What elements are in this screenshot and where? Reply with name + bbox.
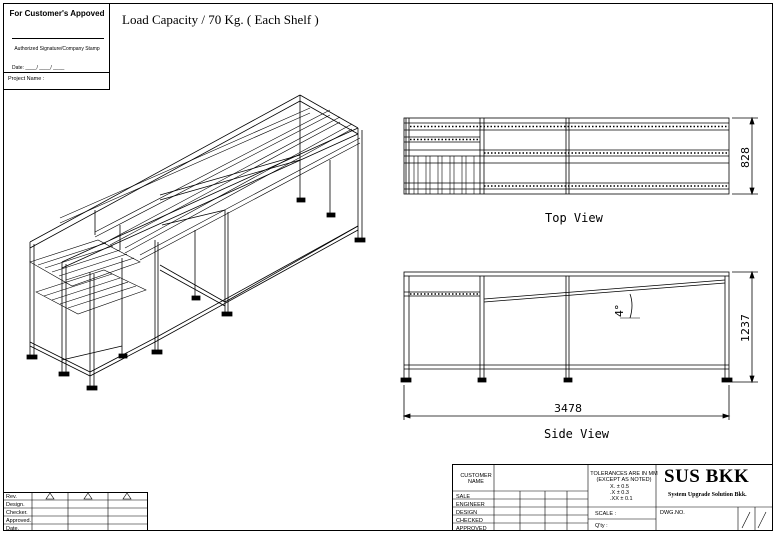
height-dimension: 1237 [739, 314, 752, 342]
signature-label: Authorized Signature/Company Stamp [14, 46, 100, 52]
side-view [400, 270, 758, 420]
dwg-no-label: DWG.NO. [660, 510, 685, 516]
tolerance-xx: .X ± 0.3 [610, 490, 629, 496]
load-capacity-note: Load Capacity / 70 Kg. ( Each Shelf ) [122, 12, 319, 27]
design-row-label: Design. [6, 502, 25, 508]
approval-title: For Customer's Appoved [9, 9, 105, 18]
project-name-label: Project Name : [8, 76, 45, 82]
approved-label: APPROVED [456, 526, 487, 532]
tolerance-title: TOLERANCES ARE IN MM [590, 471, 658, 477]
title-block: CUSTOMER NAME SALE ENGINEER DESIGN CHECK… [452, 464, 773, 532]
customer-approval-box: For Customer's Appoved Authorized Signat… [4, 4, 110, 90]
sheet-border [3, 3, 773, 531]
revision-table: Rev. Design. Checker. Approved. Date. [4, 492, 148, 532]
tolerance-xxx: .XX ± 0.1 [610, 496, 633, 502]
length-dimension: 3478 [554, 402, 582, 415]
signature-line [12, 38, 104, 39]
isometric-view [26, 94, 366, 391]
angle-dimension: 4° [613, 304, 626, 318]
checked-label: CHECKED [456, 518, 483, 524]
engineer-label: ENGINEER [456, 502, 485, 508]
customer-name-label: CUSTOMER NAME [460, 473, 492, 485]
tolerance-x: X. ± 0.5 [610, 484, 629, 490]
date-label: Date: ____/ ____/ ____ [12, 65, 65, 71]
tolerance-subtitle: (EXCEPT AS NOTED) [596, 477, 652, 483]
rev-row-label: Rev. [6, 494, 17, 500]
approved-row-label: Approved. [6, 518, 32, 524]
scale-label: SCALE : [595, 511, 617, 517]
top-view-label: Top View [545, 211, 603, 225]
title-block-grid [452, 464, 773, 531]
project-divider [4, 72, 110, 73]
revision-grid [4, 492, 148, 531]
qty-label: Q'ty : [595, 523, 608, 529]
design-label: DESIGN [456, 510, 478, 516]
date-row-label: Date. [6, 526, 20, 532]
top-view [403, 116, 758, 196]
sale-label: SALE [456, 494, 471, 500]
side-view-label: Side View [544, 427, 610, 441]
width-dimension: 828 [739, 147, 752, 168]
checker-row-label: Checker. [6, 510, 28, 516]
company-full-name: System Upgrade Solution Bkk. [668, 492, 747, 498]
company-logo-text: SUS BKK [664, 466, 750, 487]
